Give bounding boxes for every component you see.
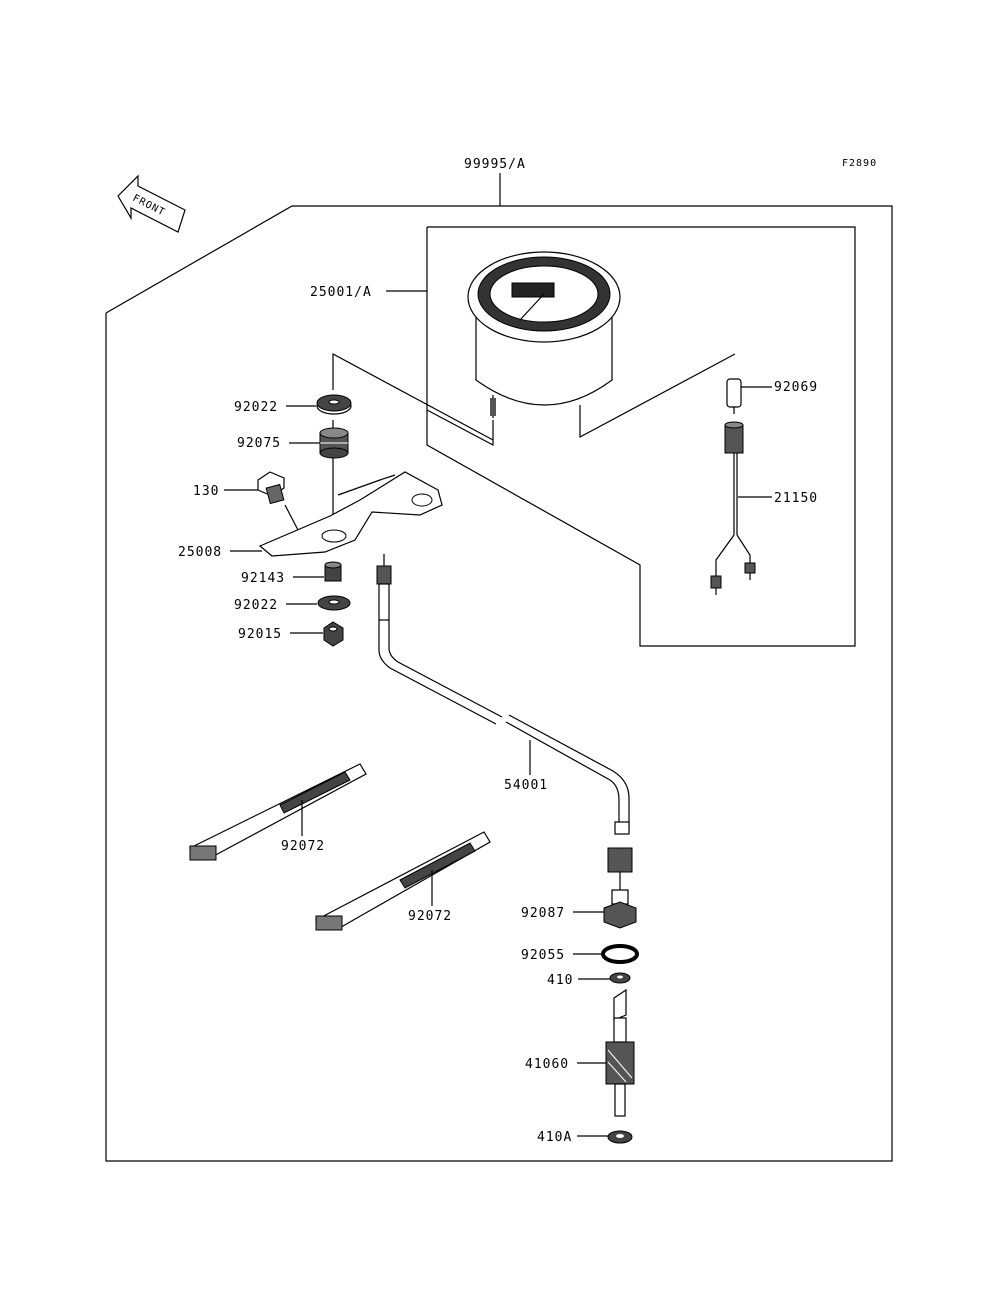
- label-grommet: 92075: [237, 436, 281, 451]
- bracket-icon: [258, 471, 443, 557]
- wire-lead-icon: [710, 421, 756, 595]
- cable-band-icon: [188, 763, 367, 861]
- label-bushing: 92087: [521, 906, 565, 921]
- speedometer-cable-icon: [376, 554, 633, 890]
- washer-icon: [316, 394, 352, 415]
- label-meter: 25001/A: [310, 285, 372, 300]
- o-ring-icon: [601, 944, 639, 964]
- nut-icon: [323, 621, 344, 647]
- figure-code: F2890: [842, 158, 877, 169]
- label-oring: 92055: [521, 948, 565, 963]
- label-band-1: 92072: [281, 839, 325, 854]
- socket-icon: [726, 378, 742, 414]
- label-gear: 41060: [525, 1057, 569, 1072]
- bushing-icon: [603, 889, 637, 929]
- meter-frame: [426, 226, 856, 647]
- cable-band-icon: [314, 831, 491, 931]
- grommet-icon: [319, 427, 349, 459]
- label-cable: 54001: [504, 778, 548, 793]
- collar-icon: [324, 561, 342, 582]
- washer-icon: [607, 1130, 633, 1144]
- washer-icon: [609, 972, 631, 984]
- drive-gear-icon: [605, 988, 635, 1117]
- label-bolt: 130: [193, 484, 219, 499]
- label-lead: 21150: [774, 491, 818, 506]
- washer-icon: [317, 595, 351, 611]
- label-collar: 92143: [241, 571, 285, 586]
- front-arrow-icon: FRONT: [117, 174, 186, 233]
- bolt-icon: [257, 471, 285, 505]
- kit-label: 99995/A: [464, 157, 526, 172]
- label-socket: 92069: [774, 380, 818, 395]
- label-washer-bottom: 92022: [234, 598, 278, 613]
- label-nut: 92015: [238, 627, 282, 642]
- label-bracket: 25008: [178, 545, 222, 560]
- label-band-2: 92072: [408, 909, 452, 924]
- label-washer-gear-2: 410A: [537, 1130, 572, 1145]
- speedometer-icon: [467, 251, 621, 418]
- label-washer-gear: 410: [547, 973, 573, 988]
- kit-frame: [105, 205, 893, 1162]
- label-washer-top: 92022: [234, 400, 278, 415]
